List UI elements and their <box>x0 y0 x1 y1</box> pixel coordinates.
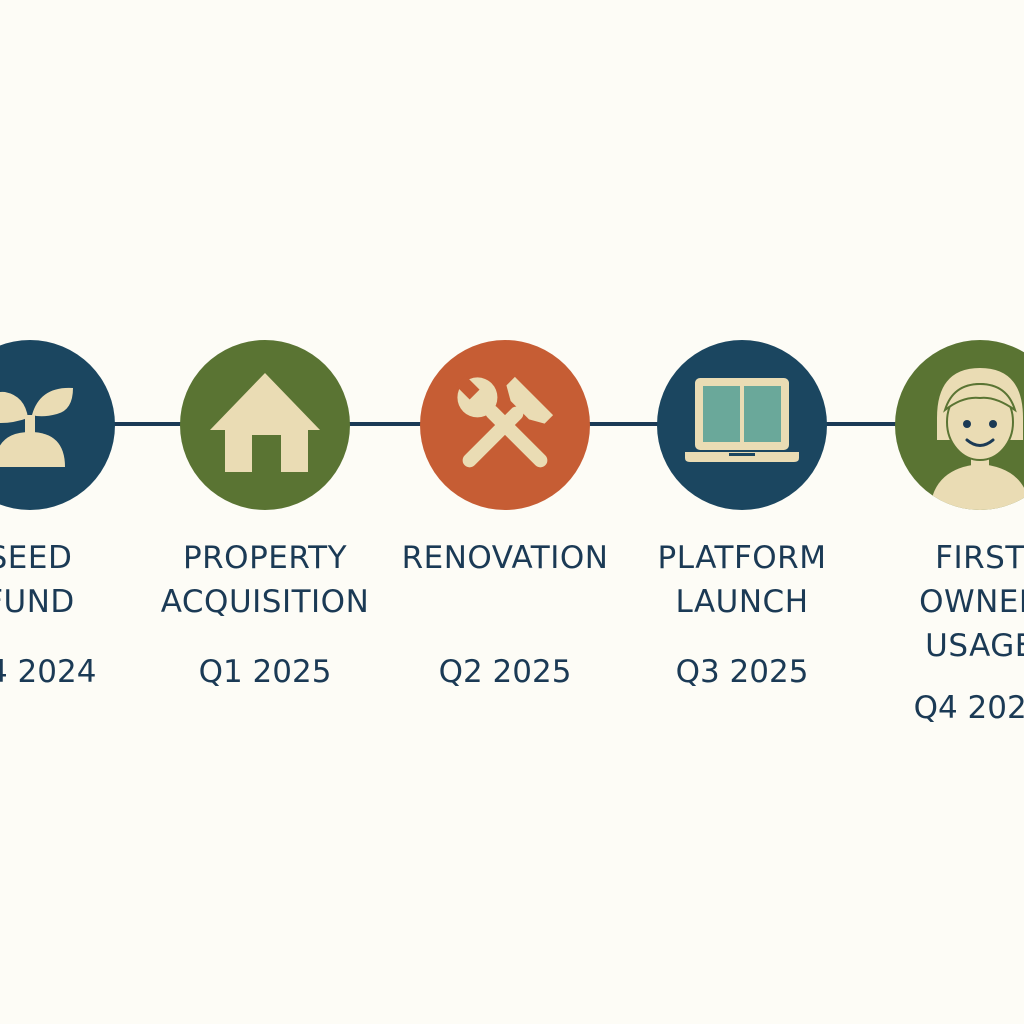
milestone-date: Q3 2025 <box>675 654 809 690</box>
hammer-wrench-icon <box>420 340 590 510</box>
milestone-label: SEED FUND <box>0 540 75 620</box>
milestone-date: Q1 2025 <box>198 654 332 690</box>
milestone-date: Q4 2024 <box>0 654 97 690</box>
milestone-label: FIRST OWNER USAGE <box>919 540 1024 664</box>
milestone-label: PROPERTY ACQUISITION <box>160 540 370 620</box>
person-icon <box>895 340 1024 510</box>
house-icon <box>180 340 350 510</box>
milestone-label: PLATFORM LAUNCH <box>657 540 827 620</box>
milestone-date: Q4 2025 <box>913 690 1024 726</box>
milestone-date: Q2 2025 <box>438 654 572 690</box>
milestone-label: RENOVATION <box>401 540 609 576</box>
seedling-icon <box>0 340 115 510</box>
laptop-icon <box>657 340 827 510</box>
